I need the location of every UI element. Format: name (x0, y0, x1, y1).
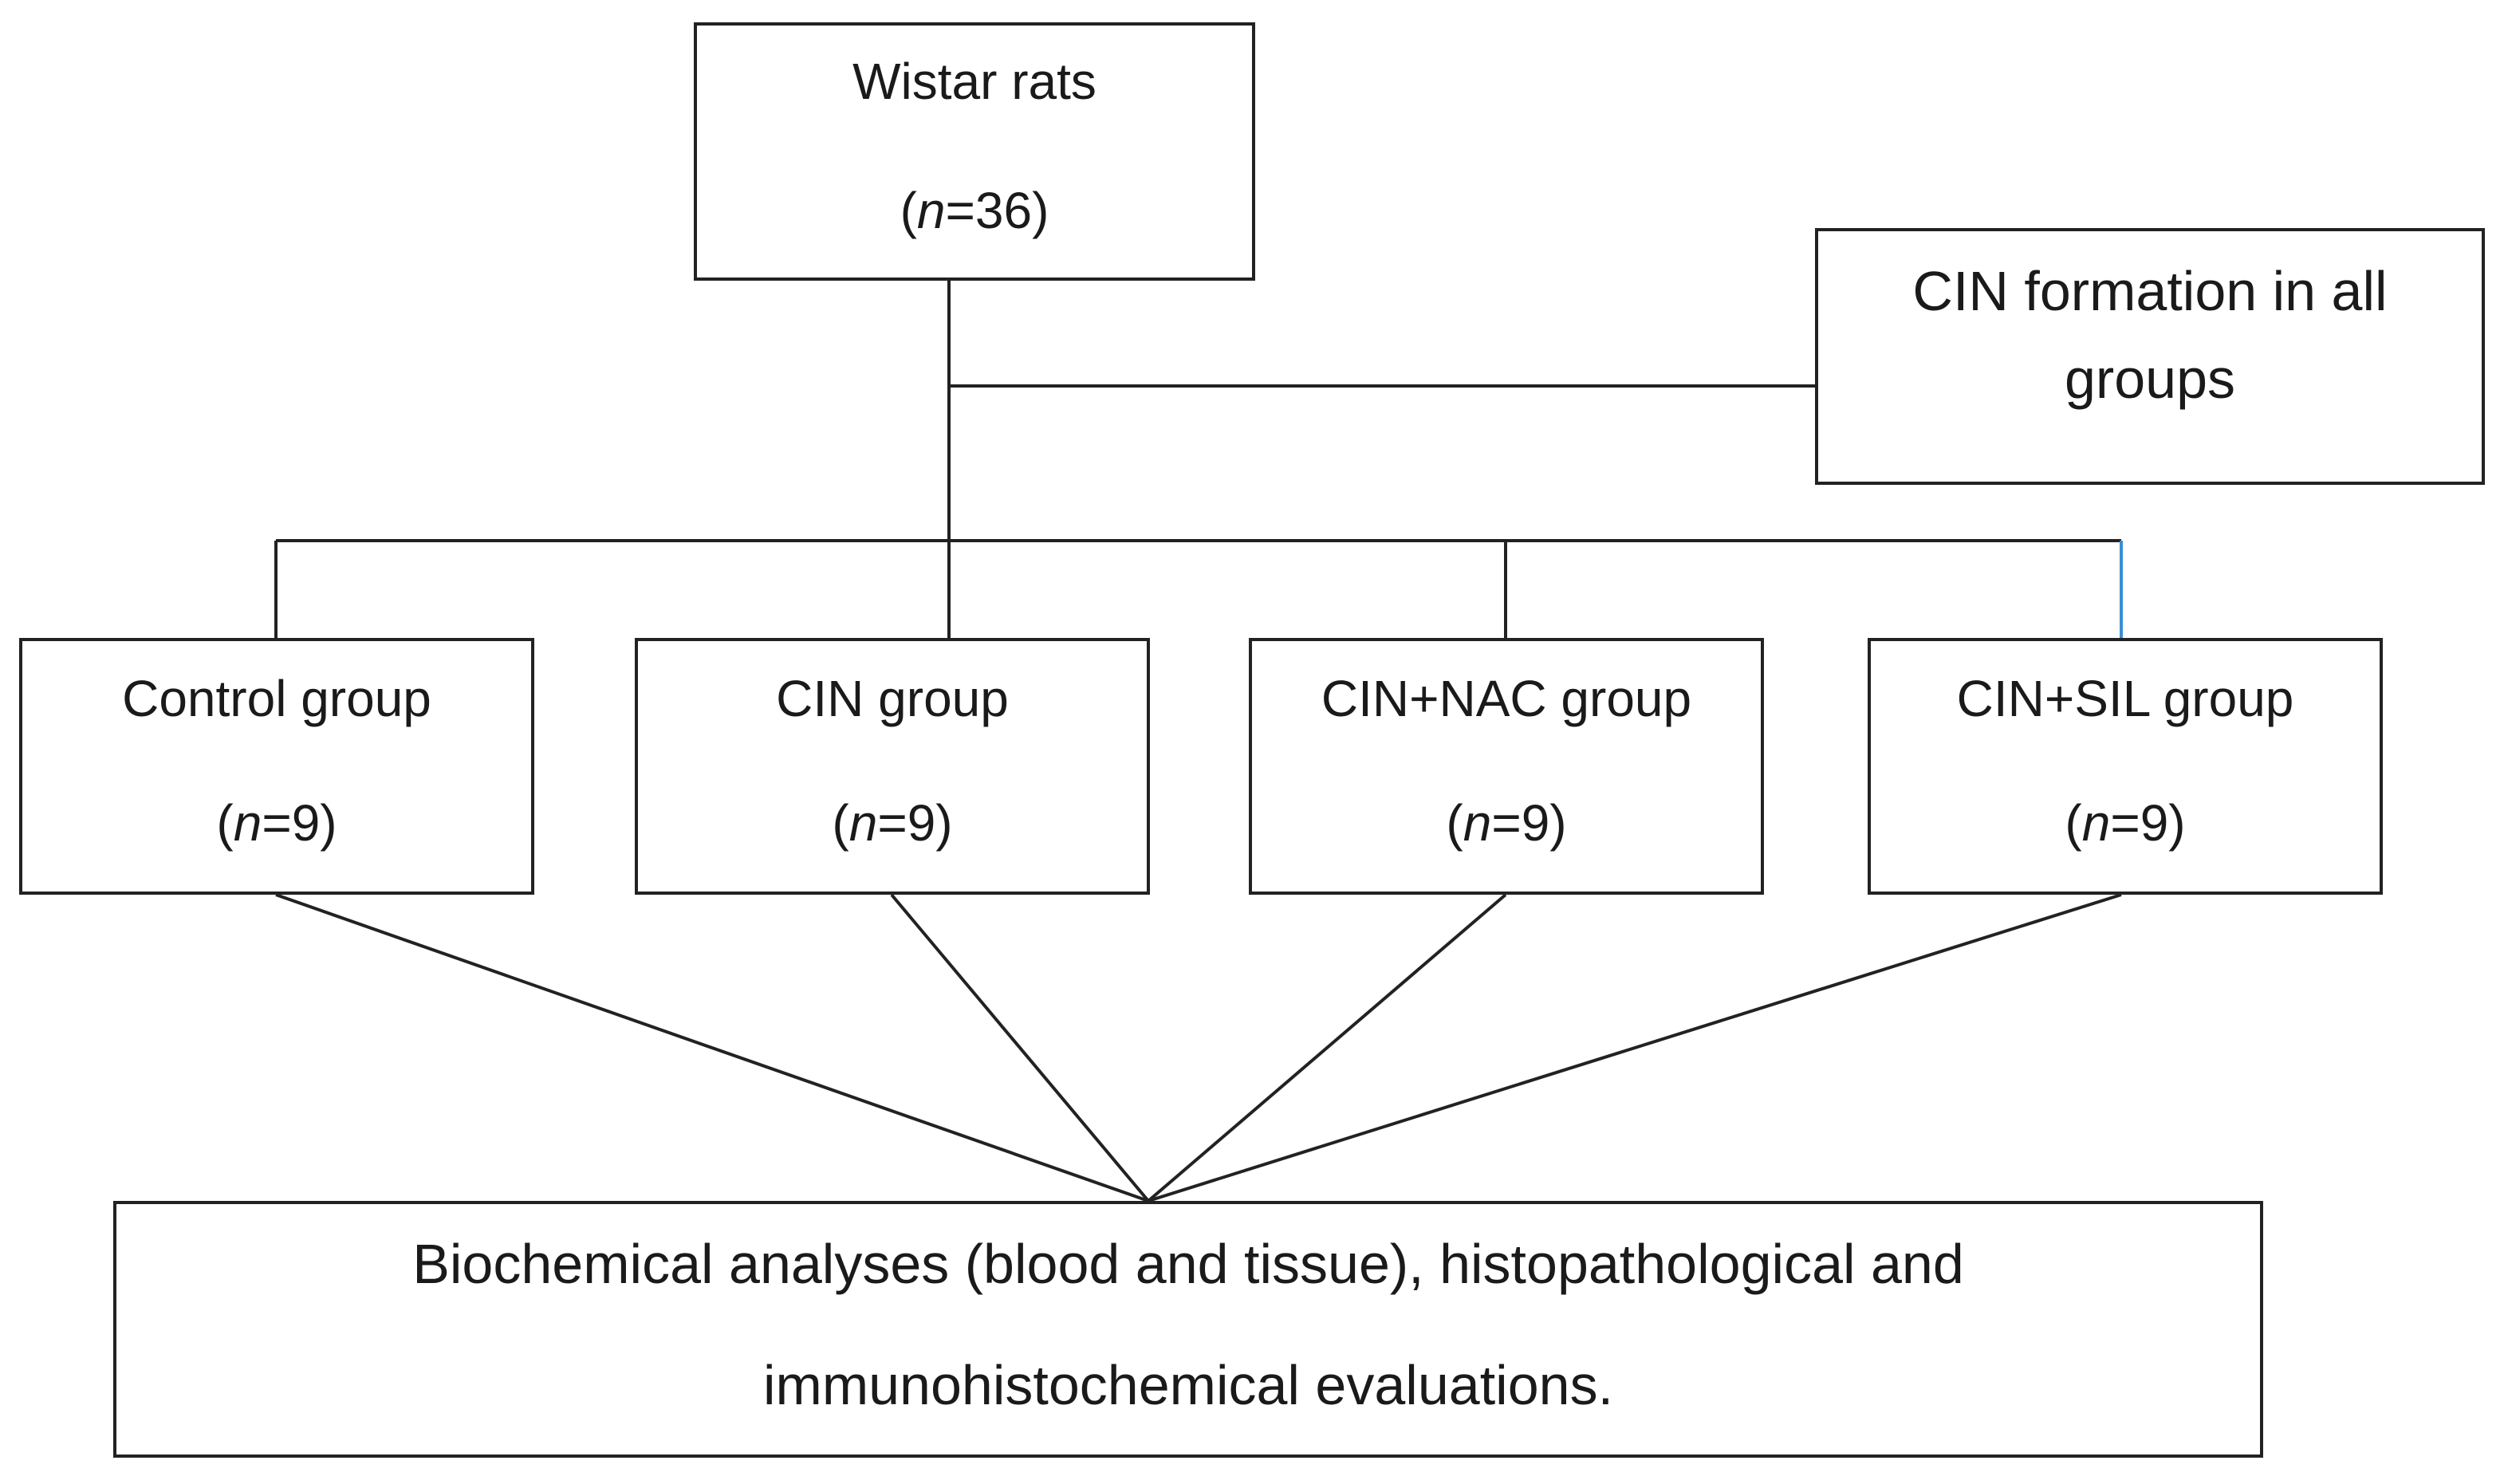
group-count: (n=9) (832, 794, 953, 852)
diag-cin (890, 893, 1150, 1203)
diag-sil (1148, 893, 2122, 1203)
group-title: Control group (122, 670, 431, 727)
group-title: CIN group (776, 670, 1009, 727)
cin-group-box: CIN group (n=9) (635, 638, 1150, 895)
wistar-rats-count: (n=36) (900, 182, 1049, 239)
cin-nac-group-box: CIN+NAC group (n=9) (1249, 638, 1764, 895)
diag-nac (1147, 893, 1507, 1203)
cin-formation-line2: groups (2064, 348, 2236, 410)
group-count: (n=9) (1446, 794, 1567, 852)
wistar-rats-box: Wistar rats (n=36) (694, 22, 1255, 281)
cin-formation-box: CIN formation in all groups (1815, 228, 2485, 485)
analyses-line2: immunohistochemical evaluations. (762, 1354, 1614, 1416)
wistar-rats-title: Wistar rats (852, 53, 1096, 110)
cin-formation-line1: CIN formation in all (1912, 260, 2388, 322)
analyses-line1: Biochemical analyses (blood and tissue),… (412, 1233, 1964, 1295)
diag-control (275, 893, 1149, 1203)
cin-sil-group-box: CIN+SIL group (n=9) (1868, 638, 2383, 895)
group-title: CIN+NAC group (1321, 670, 1692, 727)
group-count: (n=9) (2065, 794, 2186, 852)
group-count: (n=9) (216, 794, 337, 852)
group-title: CIN+SIL group (1956, 670, 2294, 727)
analyses-box: Biochemical analyses (blood and tissue),… (113, 1201, 2263, 1458)
control-group-box: Control group (n=9) (19, 638, 534, 895)
